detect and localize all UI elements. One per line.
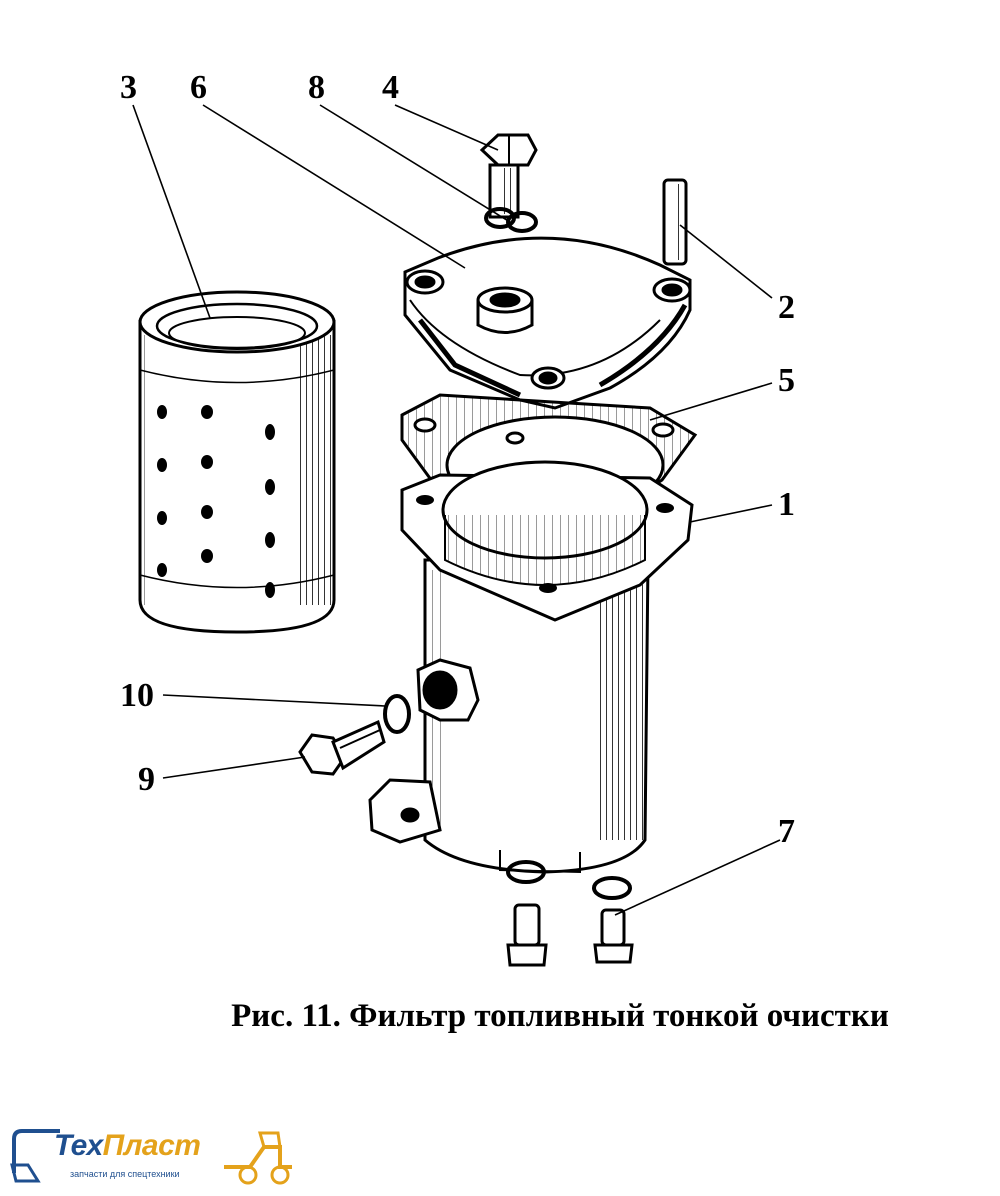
callout-6: 6 [190, 69, 207, 106]
callout-9: 9 [138, 761, 155, 798]
drain-plugs [506, 860, 634, 967]
logo-subtitle: запчасти для спецтехники [70, 1169, 180, 1179]
figure-caption: Рис. 11. Фильтр топливный тонкой очистки [231, 998, 889, 1034]
callout-1: 1 [778, 486, 795, 523]
stud [662, 178, 688, 266]
callout-8: 8 [308, 69, 325, 106]
loader-icon [224, 1131, 292, 1185]
filter-housing [368, 460, 694, 874]
banjo-bolt [298, 719, 386, 776]
callout-10: 10 [120, 677, 154, 714]
leader-lines [132, 104, 781, 916]
callout-2: 2 [778, 289, 795, 326]
callout-7: 7 [778, 813, 795, 850]
filter-cover [403, 236, 692, 410]
logo-title: ТехПласт [54, 1129, 201, 1162]
techplast-logo: ТехПласт запчасти для спецтехники [8, 1125, 308, 1191]
filter-element [138, 290, 336, 634]
callout-4: 4 [382, 69, 399, 106]
washers [484, 207, 538, 233]
banjo-washer [383, 694, 411, 734]
callout-3: 3 [120, 69, 137, 106]
callout-5: 5 [778, 362, 795, 399]
excavator-bucket-icon [10, 1129, 60, 1183]
